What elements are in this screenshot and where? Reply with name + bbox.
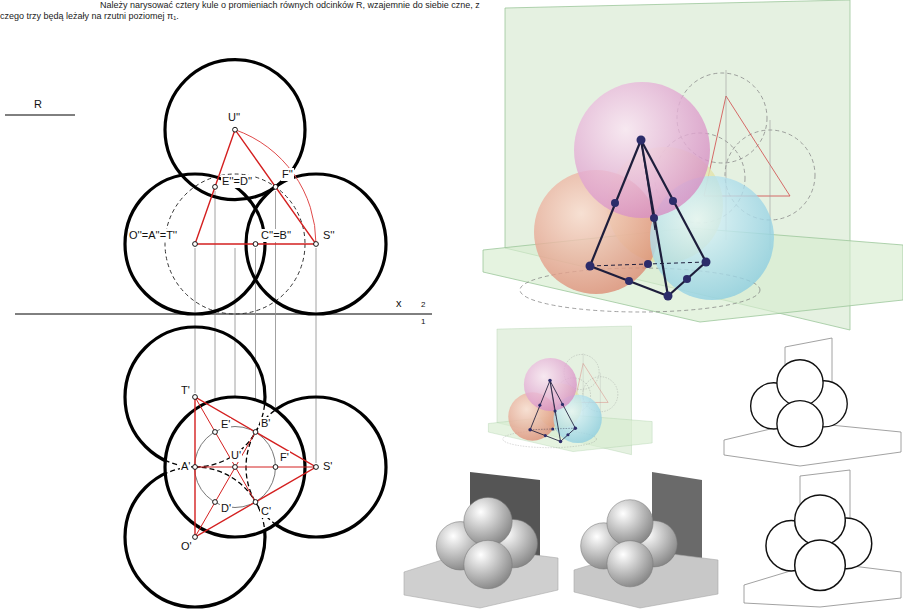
render-grey xyxy=(436,497,537,588)
point xyxy=(233,127,238,132)
point xyxy=(233,465,238,470)
point-label: C' xyxy=(260,505,272,518)
point-label: C''=B'' xyxy=(260,229,292,242)
median xyxy=(195,467,316,468)
point-label: S' xyxy=(322,460,333,473)
axis-label: x xyxy=(395,297,403,310)
projection-axis xyxy=(15,314,432,315)
front-points xyxy=(193,127,319,246)
point xyxy=(213,430,218,435)
point-label: O' xyxy=(180,540,193,553)
point-label: E' xyxy=(220,418,231,431)
task-text: Należy narysować cztery kule o promienia… xyxy=(0,0,505,22)
projection-line xyxy=(316,248,317,463)
point xyxy=(193,535,198,540)
point-label: T' xyxy=(180,384,191,397)
render-grey xyxy=(581,500,678,587)
point xyxy=(314,465,319,470)
construction-triangle xyxy=(195,397,316,537)
render-lineart xyxy=(766,495,872,590)
median xyxy=(195,432,256,537)
point xyxy=(273,185,278,190)
point xyxy=(193,465,198,470)
axis-label: 2 xyxy=(420,300,426,309)
construction-triangle xyxy=(195,130,316,244)
render-lineart xyxy=(751,360,848,447)
point-label: U'' xyxy=(227,111,241,124)
segment-label: R xyxy=(33,98,43,111)
medians xyxy=(195,397,316,537)
radius-segment xyxy=(5,115,75,116)
point xyxy=(213,185,218,190)
render-small xyxy=(488,326,652,455)
point-label: F'' xyxy=(281,168,294,181)
point-label: S'' xyxy=(322,229,336,242)
point-label: F' xyxy=(279,451,290,464)
point xyxy=(273,465,278,470)
point-label: E''=D'' xyxy=(221,175,253,188)
hidden-outlines xyxy=(125,327,386,607)
render-large xyxy=(483,0,903,330)
point xyxy=(213,500,218,505)
point-label: U' xyxy=(230,449,242,462)
point-label: O''=A''=T'' xyxy=(128,229,178,242)
point xyxy=(193,395,198,400)
point xyxy=(253,242,258,247)
point xyxy=(253,430,258,435)
axis-label: 1 xyxy=(420,317,426,326)
point-label: B' xyxy=(260,417,271,430)
sphere-outline xyxy=(165,60,305,200)
point xyxy=(314,242,319,247)
point-label: A' xyxy=(180,460,191,473)
median xyxy=(195,397,256,502)
point-label: D' xyxy=(220,502,232,515)
point xyxy=(193,242,198,247)
point xyxy=(253,500,258,505)
top-points xyxy=(193,395,319,540)
projection-line xyxy=(195,248,196,393)
